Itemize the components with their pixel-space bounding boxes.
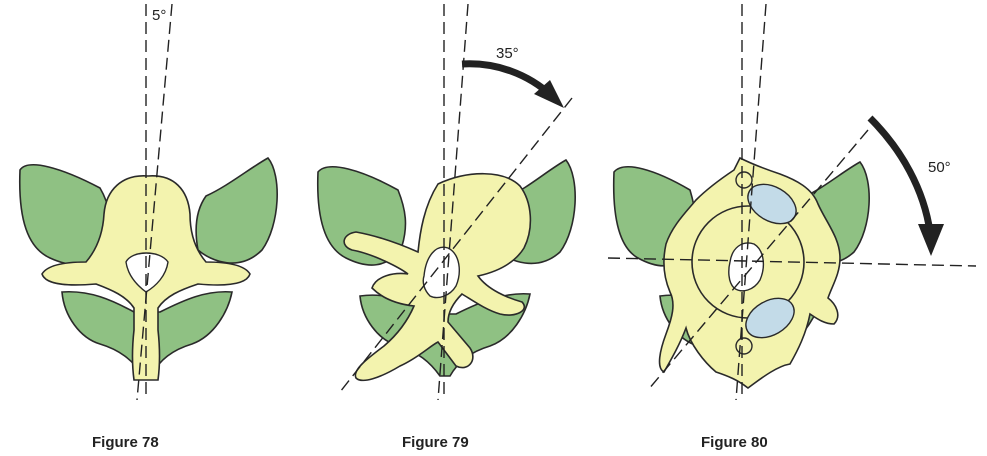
rotation-arrowhead-80 <box>918 224 944 256</box>
angle-label-78: 5° <box>152 7 166 24</box>
small-foramen-top-80 <box>736 172 752 188</box>
angle-label-79: 35° <box>496 45 519 62</box>
rotation-arrow-80 <box>870 118 930 232</box>
angle-label-80: 50° <box>928 159 951 176</box>
figure-caption-79: Figure 79 <box>402 434 469 451</box>
figure-78: 5° Figure 78 <box>20 4 277 451</box>
figure-caption-78: Figure 78 <box>92 434 159 451</box>
right-wing <box>196 158 277 263</box>
figure-80: 50° Figure 80 <box>608 4 976 451</box>
small-foramen-bottom-80 <box>736 338 752 354</box>
figure-caption-80: Figure 80 <box>701 434 768 451</box>
figure-79: 35° Figure 79 <box>318 4 575 451</box>
